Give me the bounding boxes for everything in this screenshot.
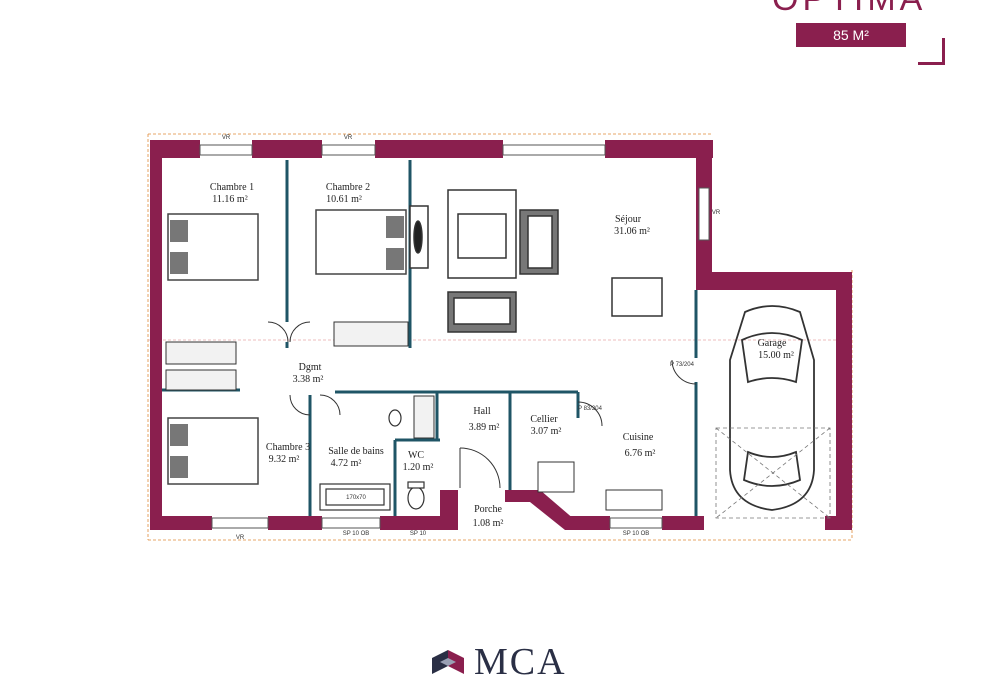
label-sejour: Séjour xyxy=(615,214,642,225)
label-sdb: Salle de bains xyxy=(328,446,384,457)
area-garage: 15.00 m² xyxy=(758,350,794,361)
windows xyxy=(199,144,710,529)
exterior-walls xyxy=(150,140,852,530)
area-wc: 1.20 m² xyxy=(403,462,434,473)
corner-mark xyxy=(918,38,945,65)
area-badge: 85 M² xyxy=(796,23,906,47)
area-chambre3: 9.32 m² xyxy=(269,454,300,465)
mca-logo-icon xyxy=(432,650,464,674)
area-cellier: 3.07 m² xyxy=(531,426,562,437)
vr-top-1: VR xyxy=(222,135,231,141)
vr-bottom: VR xyxy=(236,535,245,541)
label-wc: WC xyxy=(408,450,424,461)
door-tag-1: P 73/204 xyxy=(670,362,695,368)
area-sejour: 31.06 m² xyxy=(614,226,650,237)
vr-side: VR xyxy=(712,210,721,216)
label-garage: Garage xyxy=(758,338,787,349)
sp-right: SP 10 OB xyxy=(623,531,650,537)
car xyxy=(729,305,815,511)
label-chambre2: Chambre 2 xyxy=(326,182,370,193)
sp-left: SP 10 OB xyxy=(343,531,370,537)
living-furniture xyxy=(409,189,663,333)
label-chambre3: Chambre 3 xyxy=(266,442,310,453)
vr-top-2: VR xyxy=(344,135,353,141)
door-swings xyxy=(267,321,697,489)
area-dgmt: 3.38 m² xyxy=(293,374,324,385)
wardrobes xyxy=(165,321,435,439)
label-hall: Hall xyxy=(473,406,490,417)
label-cellier: Cellier xyxy=(530,414,558,425)
label-porche: Porche xyxy=(474,504,502,515)
area-cuisine: 6.76 m² xyxy=(625,448,656,459)
label-cuisine: Cuisine xyxy=(623,432,654,443)
pillows xyxy=(170,216,404,478)
area-chambre1: 11.16 m² xyxy=(212,194,247,205)
area-sdb: 4.72 m² xyxy=(331,458,362,469)
area-hall: 3.89 m² xyxy=(469,422,500,433)
label-dgmt: Dgmt xyxy=(299,362,322,373)
area-porche: 1.08 m² xyxy=(473,518,504,529)
garage-dash xyxy=(715,427,831,519)
annotations: VR VR VR VR SP 10 OB SP 10 SP 10 OB P 73… xyxy=(222,135,721,541)
door-tag-2: P 83/204 xyxy=(578,406,603,412)
kitchen-fixtures xyxy=(537,461,663,511)
area-chambre2: 10.61 m² xyxy=(326,194,362,205)
porch-walls xyxy=(440,490,575,530)
room-labels: Chambre 1 11.16 m² Chambre 2 10.61 m² Sé… xyxy=(210,182,794,529)
bath-fixtures xyxy=(319,409,425,511)
bath-size: 170x70 xyxy=(346,495,366,501)
label-chambre1: Chambre 1 xyxy=(210,182,254,193)
sp-mid: SP 10 xyxy=(410,531,427,537)
plan-title: OPTIMA xyxy=(772,0,926,19)
brand-name: MCA xyxy=(474,641,567,683)
